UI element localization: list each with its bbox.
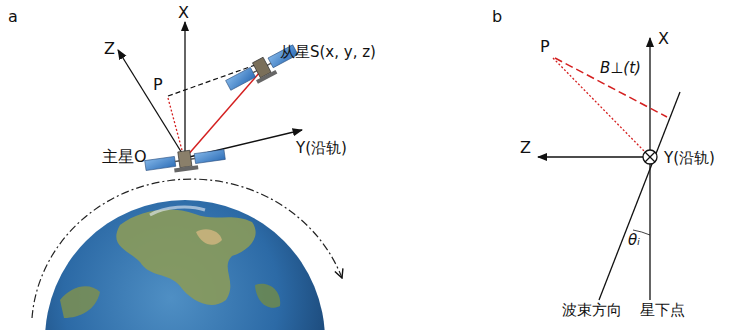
beam-line	[599, 92, 680, 300]
axis-label: X	[178, 4, 189, 22]
axis-label: X	[658, 30, 669, 48]
perp-baseline-dashed	[555, 58, 667, 117]
los-dotted	[553, 58, 646, 153]
projection-dashed	[168, 64, 258, 96]
point-label: P	[540, 38, 550, 56]
baseline-label: B⊥(t)	[600, 60, 641, 77]
angle-label: θᵢ	[628, 232, 640, 249]
los-dotted	[168, 98, 183, 154]
master-satellite	[144, 146, 226, 177]
satellite-label: 主星O	[102, 148, 147, 166]
axis-label: Y(沿轨)	[296, 140, 347, 157]
panel-letter: a	[8, 8, 18, 26]
beam-label: 波束方向	[562, 302, 622, 319]
panel-letter: b	[492, 8, 502, 26]
along-track-symbol	[643, 150, 657, 164]
axis-label: Z	[520, 139, 531, 157]
axis-label: Y(沿轨)	[664, 150, 715, 167]
satellite-label: 从星S(x, y, z)	[280, 44, 376, 61]
earth-globe	[45, 200, 325, 330]
baseline-line	[187, 72, 260, 156]
z-axis	[538, 156, 643, 157]
orbit-arc	[32, 179, 342, 318]
axis-label: Z	[104, 40, 115, 58]
z-axis	[118, 50, 185, 158]
point-label: P	[153, 76, 163, 94]
nadir-label: 星下点	[640, 302, 685, 319]
